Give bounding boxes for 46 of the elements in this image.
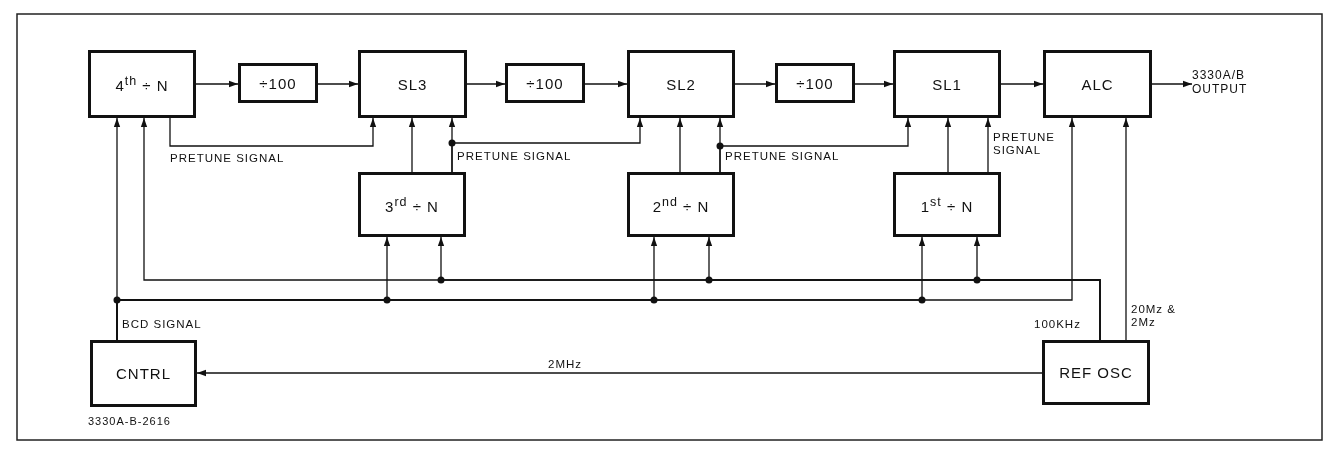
block-box (627, 172, 735, 237)
block-label: ÷100 (796, 74, 834, 92)
block-label: REF OSC (1059, 364, 1133, 381)
block-label: ALC (1081, 75, 1114, 93)
block-label: 4$^{th}$ ÷ N (115, 74, 169, 94)
block-box (1042, 340, 1150, 405)
arrow (944, 117, 952, 173)
block-box (893, 50, 1001, 118)
block-label: 3$^{rd}$ ÷ N (385, 194, 439, 215)
arrow (451, 117, 644, 173)
output-label: 3330A/B OUTPUT (1192, 68, 1249, 96)
arrow (196, 369, 1043, 377)
arrow (676, 117, 684, 173)
arrow (854, 80, 894, 88)
arrow (584, 80, 628, 88)
arrow (984, 117, 992, 173)
block-box (358, 50, 467, 118)
arrow (734, 80, 776, 88)
block-label: SL2 (666, 75, 696, 93)
block-label: SL3 (397, 75, 428, 93)
block-label: SL1 (932, 75, 962, 93)
block-box (893, 172, 1001, 237)
arrow (973, 236, 1101, 341)
block-box (775, 63, 855, 103)
block-box (1043, 50, 1152, 118)
block-label: ÷100 (526, 74, 564, 92)
block-box (238, 63, 318, 103)
figure-number: 3330A-B-2616 (88, 415, 171, 427)
block-box (358, 172, 466, 237)
block-box (90, 340, 197, 407)
arrow (1151, 80, 1193, 88)
arrow (169, 117, 377, 147)
arrow (1122, 117, 1130, 341)
block-label: ÷100 (259, 74, 297, 92)
block-box (627, 50, 735, 118)
block-label: 1$^{st}$ ÷ N (920, 194, 974, 215)
block-box (505, 63, 585, 103)
arrow (317, 80, 359, 88)
block-label: 2$^{nd}$ ÷ N (652, 194, 710, 215)
arrow (408, 117, 416, 173)
arrow (195, 80, 239, 88)
arrow (1000, 80, 1044, 88)
arrow (719, 117, 912, 173)
block-label: CNTRL (116, 365, 171, 382)
block-box (88, 50, 196, 118)
arrow (466, 80, 506, 88)
